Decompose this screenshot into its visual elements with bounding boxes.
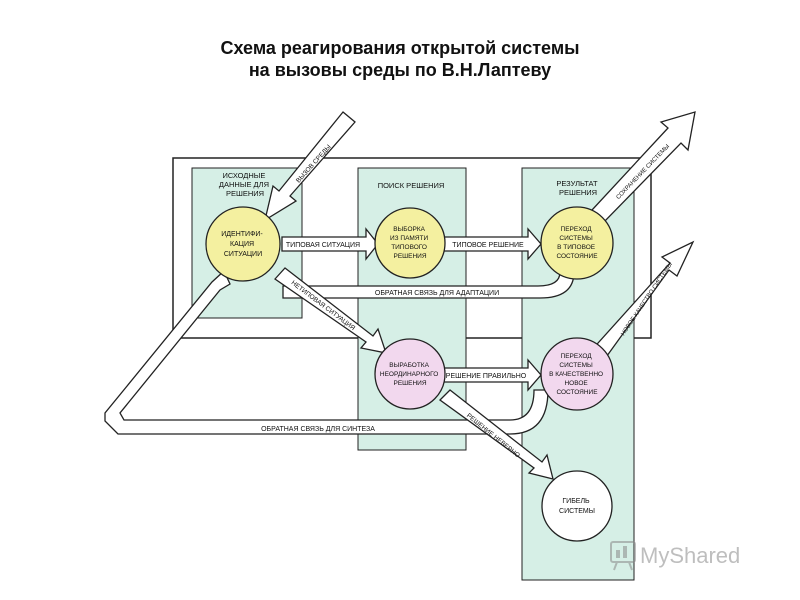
label-typical-solution: ТИПОВОЕ РЕШЕНИЕ: [452, 242, 524, 249]
node-text-line: ИДЕНТИФИ-: [221, 231, 263, 238]
header-initial-line: ДАННЫЕ ДЛЯ: [219, 180, 269, 189]
node-typical-state-label: ПЕРЕХОД СИСТЕМЫ В ТИПОВОЕ СОСТОЯНИЕ: [556, 226, 598, 260]
label-feedback-adaptation: ОБРАТНАЯ СВЯЗЬ ДЛЯ АДАПТАЦИИ: [375, 290, 499, 297]
label-feedback-synthesis: ОБРАТНАЯ СВЯЗЬ ДЛЯ СИНТЕЗА: [261, 426, 375, 433]
node-new-state-label: ПЕРЕХОД СИСТЕМЫ В КАЧЕСТВЕННО НОВОЕ СОСТ…: [549, 353, 605, 396]
label-typical-situation: ТИПОВАЯ СИТУАЦИЯ: [286, 242, 360, 249]
header-result-line: РЕЗУЛЬТАТ: [556, 179, 598, 188]
node-text-line: ПЕРЕХОД: [561, 226, 593, 233]
arrow-typical-solution: [443, 227, 542, 261]
header-initial-line: РЕШЕНИЯ: [226, 189, 264, 198]
node-text-line: СОСТОЯНИЕ: [556, 253, 598, 260]
node-text-line: КАЦИЯ: [230, 241, 254, 248]
header-result: РЕЗУЛЬТАТ РЕШЕНИЯ: [556, 179, 599, 197]
arrow-nontypical-situation: [274, 267, 387, 354]
node-identification: [205, 206, 281, 282]
node-text-line: СИСТЕМЫ: [559, 235, 593, 242]
node-text-line: НОВОЕ: [564, 380, 588, 387]
header-search: ПОИСК РЕШЕНИЯ: [378, 181, 445, 190]
arrow-challenge: [264, 111, 356, 222]
arrow-typical-situation: [281, 227, 379, 261]
watermark: MyShared: [610, 541, 740, 571]
node-text-line: ВЫРАБОТКА: [389, 362, 429, 369]
node-text-line: ТИПОВОГО: [391, 244, 427, 251]
node-death-label: ГИБЕЛЬ СИСТЕМЫ: [559, 498, 595, 515]
node-text-line: СИСТЕМЫ: [559, 508, 595, 515]
watermark-text: MyShared: [640, 543, 740, 568]
header-result-line: РЕШЕНИЯ: [559, 188, 597, 197]
node-text-line: РЕШЕНИЯ: [393, 253, 426, 260]
node-typical-state: [540, 206, 614, 280]
node-text-line: СИТУАЦИИ: [224, 251, 262, 258]
watermark-logo-icon: [610, 541, 636, 571]
node-text-line: В КАЧЕСТВЕННО: [549, 371, 603, 378]
node-text-line: СОСТОЯНИЕ: [556, 389, 598, 396]
node-text-line: РЕШЕНИЯ: [393, 380, 426, 387]
node-text-line: ИЗ ПАМЯТИ: [390, 235, 428, 242]
title-line-1: Схема реагирования открытой системы: [220, 38, 580, 58]
header-initial-line: ИСХОДНЫЕ: [222, 171, 265, 180]
node-text-line: ВЫБОРКА: [393, 226, 425, 233]
node-text-line: ПЕРЕХОД: [561, 353, 593, 360]
node-nonstandard: [374, 338, 446, 410]
node-death: [541, 470, 613, 542]
node-text-line: ГИБЕЛЬ: [562, 498, 590, 505]
arrow-wrong-solution: [439, 389, 554, 480]
node-identification-label: ИДЕНТИФИ- КАЦИЯ СИТУАЦИИ: [221, 231, 264, 258]
label-correct-solution: РЕШЕНИЕ ПРАВИЛЬНО: [446, 373, 527, 380]
arrow-preserve-system: [591, 111, 696, 223]
arrow-correct-solution: [443, 358, 542, 392]
node-memory-select-label: ВЫБОРКА ИЗ ПАМЯТИ ТИПОВОГО РЕШЕНИЯ: [390, 226, 430, 260]
node-new-state: [540, 337, 614, 411]
title-line-2: на вызовы среды по В.Н.Лаптеву: [248, 60, 552, 80]
node-memory-select: [374, 207, 446, 279]
arrow-feedback-adaptation: [282, 271, 575, 299]
node-text-line: СИСТЕМЫ: [559, 362, 593, 369]
arrow-new-quality: [588, 240, 695, 361]
node-text-line: НЕОРДИНАРНОГО: [380, 371, 438, 378]
node-nonstandard-label: ВЫРАБОТКА НЕОРДИНАРНОГО РЕШЕНИЯ: [380, 362, 440, 387]
header-initial: ИСХОДНЫЕ ДАННЫЕ ДЛЯ РЕШЕНИЯ: [219, 171, 271, 198]
node-text-line: В ТИПОВОЕ: [557, 244, 596, 251]
